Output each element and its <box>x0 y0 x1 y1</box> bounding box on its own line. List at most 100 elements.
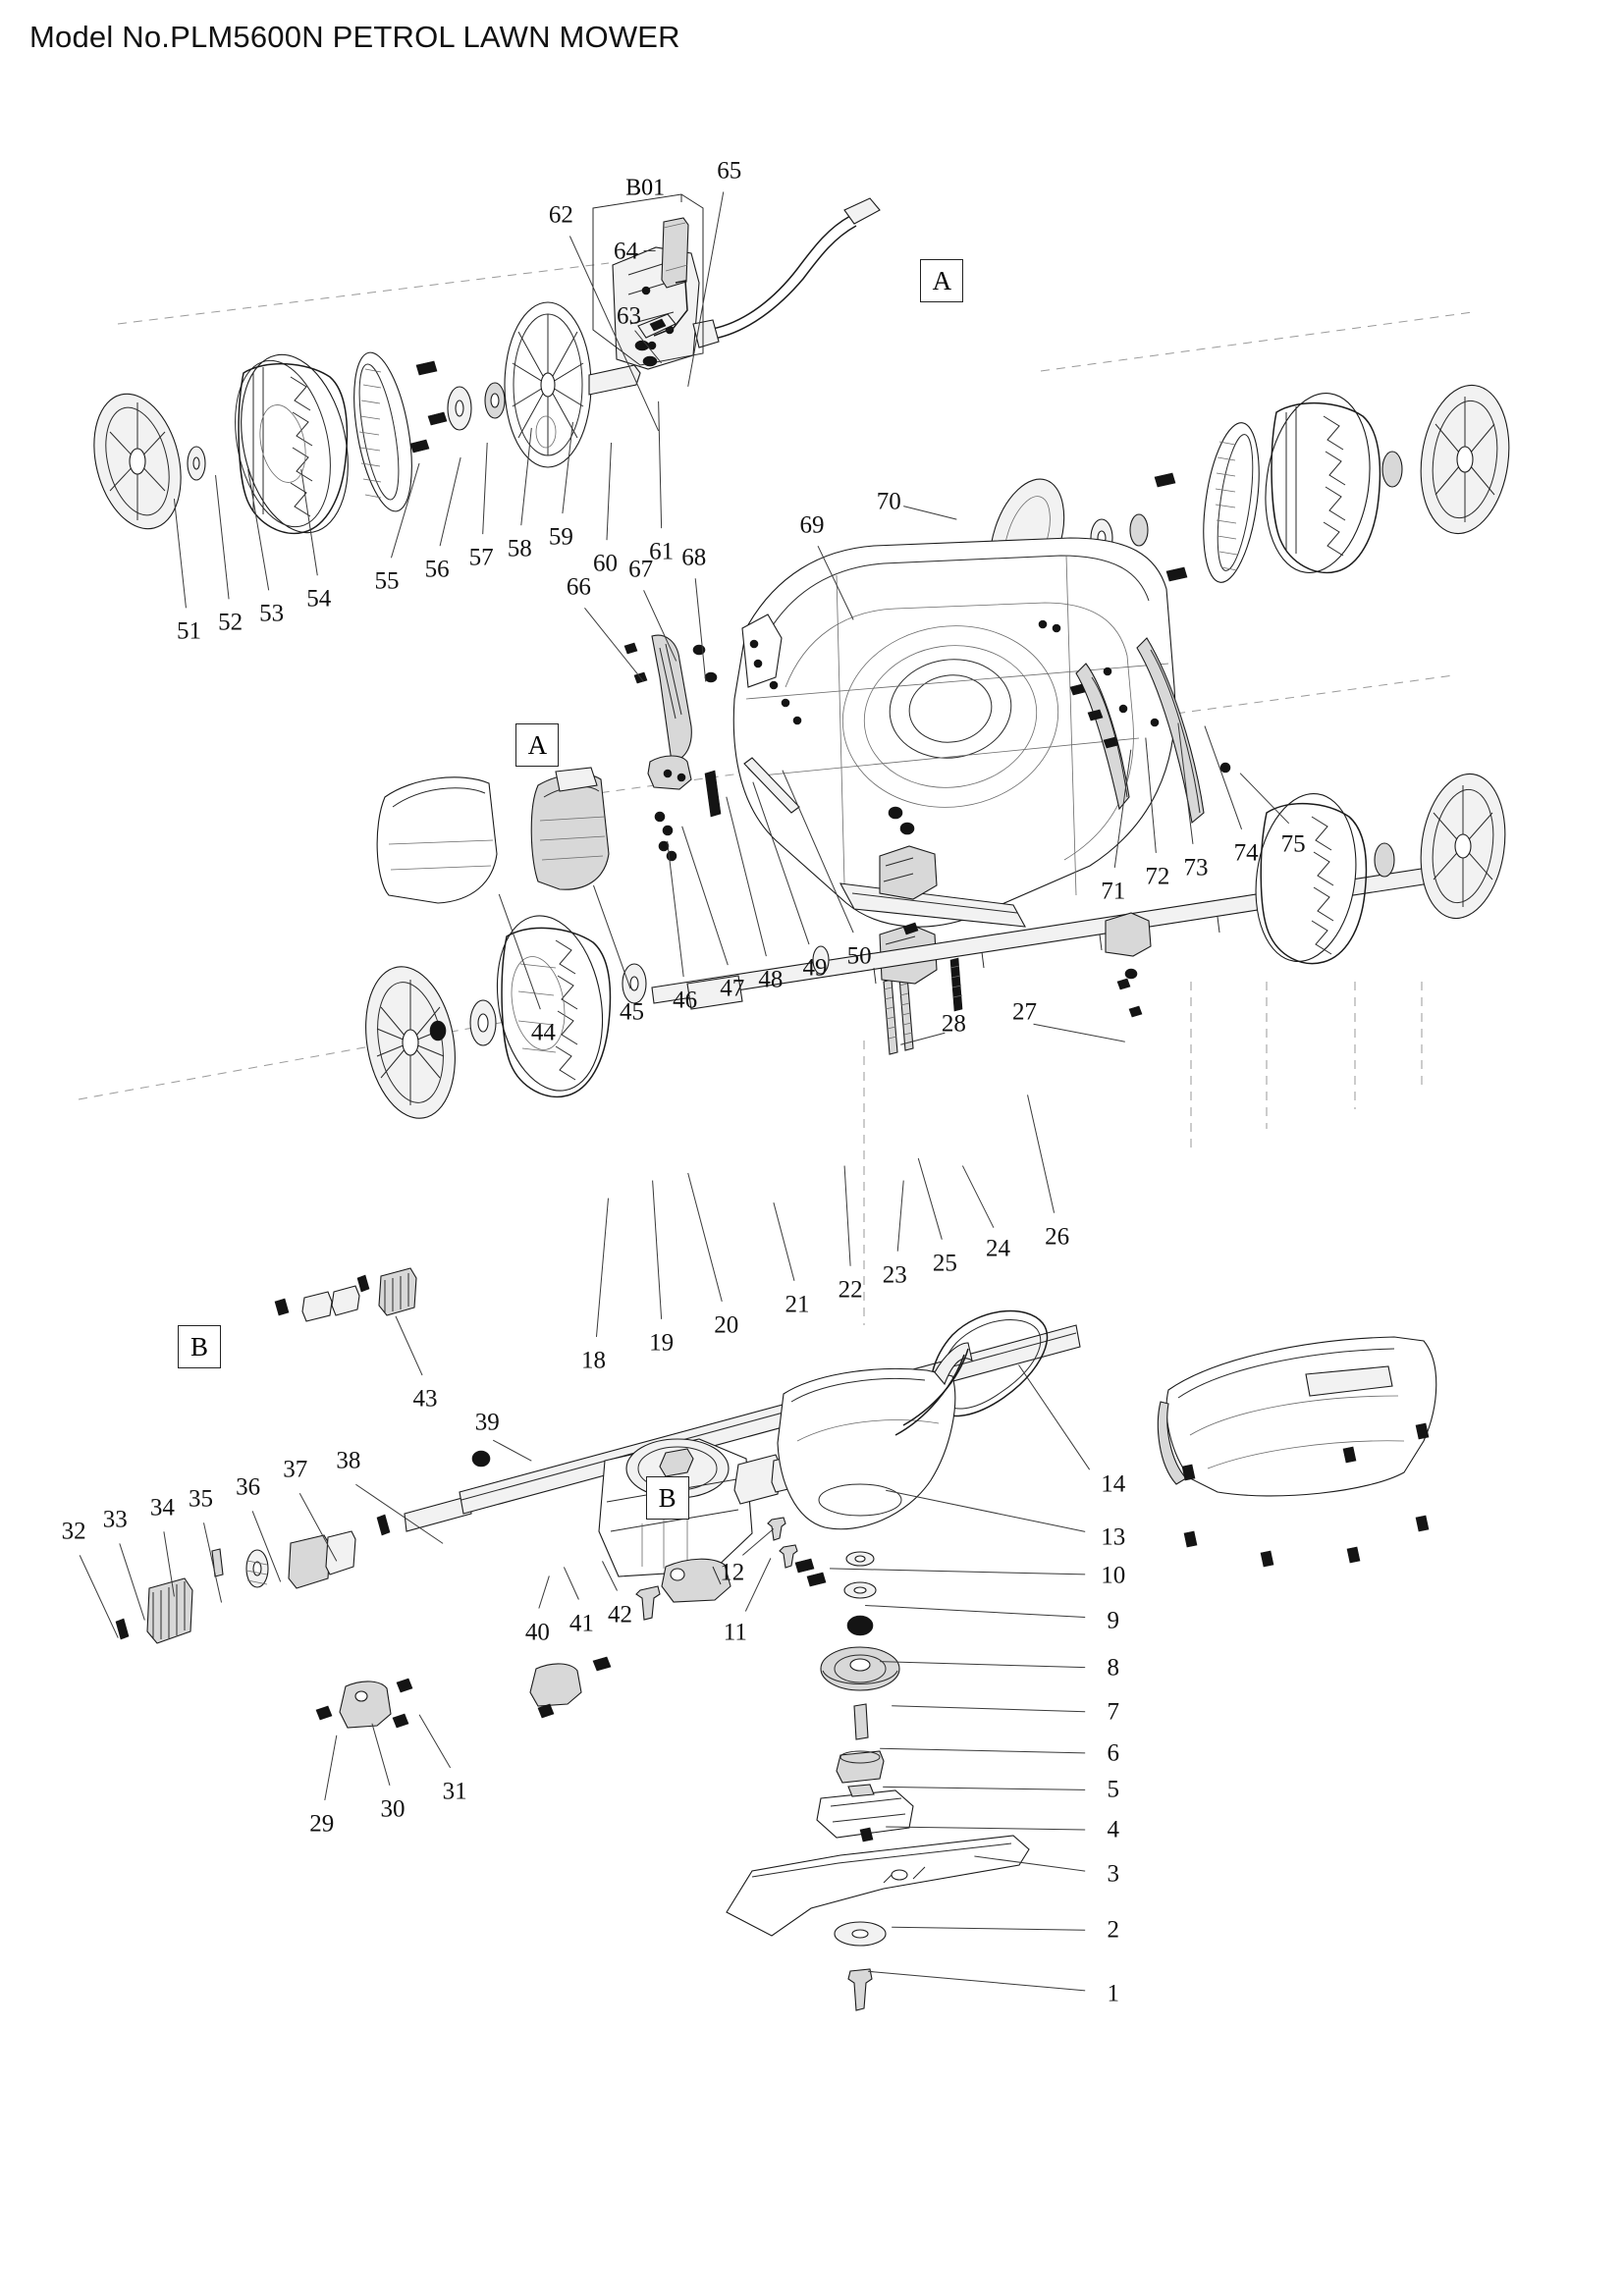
leader-41 <box>563 1567 579 1600</box>
clips-right <box>1154 472 1188 582</box>
leader-61 <box>658 400 663 529</box>
callout-4: 4 <box>1107 1816 1119 1843</box>
leader-43 <box>395 1315 423 1376</box>
leader-13 <box>886 1489 1086 1532</box>
leader-27 <box>1033 1023 1125 1042</box>
leader-11 <box>744 1558 772 1612</box>
centerlines <box>78 262 1474 1325</box>
callout-34: 34 <box>149 1494 175 1522</box>
mower-deck <box>732 537 1176 928</box>
part-38-drive-shaft <box>404 1324 1081 1532</box>
part-1-blade-bolt <box>847 1968 873 2011</box>
leader-68 <box>694 578 707 682</box>
callout-9: 9 <box>1107 1607 1119 1634</box>
leader-23 <box>896 1180 904 1252</box>
callout-3: 3 <box>1107 1860 1119 1888</box>
drive-axle-assembly <box>365 773 1506 1119</box>
leader-28 <box>900 1032 946 1045</box>
callout-49: 49 <box>802 954 828 982</box>
leader-56 <box>439 456 461 547</box>
callout-28: 28 <box>941 1010 966 1038</box>
part-55-gear-ring <box>353 351 412 512</box>
callout-8: 8 <box>1107 1654 1119 1682</box>
callout-72: 72 <box>1145 863 1170 890</box>
callout-52: 52 <box>218 609 244 636</box>
callout-2: 2 <box>1107 1916 1119 1944</box>
leader-12 <box>742 1527 775 1556</box>
leader-71 <box>1113 749 1132 868</box>
leader-75 <box>1239 773 1290 825</box>
callout-6: 6 <box>1107 1739 1119 1767</box>
deck-small-parts <box>647 755 800 862</box>
callout-57: 57 <box>468 544 494 571</box>
leader-3 <box>974 1855 1086 1872</box>
leader-39 <box>492 1439 532 1462</box>
callout-40: 40 <box>524 1619 550 1646</box>
leader-48 <box>726 796 767 957</box>
leader-33 <box>119 1543 145 1621</box>
callout-54: 54 <box>306 585 332 613</box>
leader-2 <box>892 1926 1086 1931</box>
part-28-nuts <box>888 806 915 835</box>
callout-27: 27 <box>1012 998 1038 1026</box>
leader-65 <box>687 191 725 387</box>
leader-31 <box>418 1714 452 1769</box>
rear-chute-group <box>376 767 610 904</box>
callout-43: 43 <box>412 1385 438 1413</box>
callout-37: 37 <box>283 1456 308 1483</box>
leader-51 <box>173 499 187 609</box>
leader-37 <box>298 1493 338 1562</box>
deck-fan-shield <box>989 478 1065 598</box>
leader-7 <box>892 1705 1086 1713</box>
part-52-washer <box>187 446 206 481</box>
section-marker-a-0: A <box>920 258 964 302</box>
callout-11: 11 <box>723 1619 747 1646</box>
leader-40 <box>538 1575 550 1609</box>
leader-25 <box>917 1157 943 1240</box>
leader-21 <box>773 1201 795 1281</box>
leader-46 <box>667 840 684 978</box>
callout-30: 30 <box>380 1795 406 1823</box>
deck-side-bracket <box>623 634 718 763</box>
callout-41: 41 <box>568 1610 594 1637</box>
callout-65: 65 <box>717 157 742 185</box>
part-19-nut <box>429 1020 447 1041</box>
section-marker-b-2: B <box>177 1325 221 1369</box>
leader-24 <box>961 1165 995 1228</box>
callout-21: 21 <box>785 1291 810 1318</box>
callout-38: 38 <box>336 1447 361 1474</box>
callout-48: 48 <box>758 966 784 993</box>
callout-64: 64 <box>614 238 639 265</box>
part-40-bolt <box>635 1585 661 1621</box>
callout-12: 12 <box>720 1559 745 1586</box>
leader-6 <box>880 1747 1086 1754</box>
part-53-54-tyre <box>235 353 349 535</box>
section-marker-b-3: B <box>645 1475 689 1520</box>
callout-59: 59 <box>548 523 573 551</box>
callout-71: 71 <box>1101 878 1126 905</box>
tyre-right <box>1265 393 1381 574</box>
part-3-blade <box>726 1835 1030 1937</box>
part-32-pin <box>115 1618 130 1640</box>
leader-60 <box>606 442 613 541</box>
part-2-blade-washer <box>834 1921 887 1947</box>
callout-10: 10 <box>1101 1562 1126 1589</box>
leader-20 <box>687 1172 723 1302</box>
part-51-rim-cover <box>93 393 182 530</box>
part-42-nuts <box>794 1558 827 1587</box>
callout-31: 31 <box>442 1778 467 1805</box>
callout-24: 24 <box>985 1235 1010 1262</box>
small-washers <box>1090 513 1149 558</box>
callout-22: 22 <box>838 1276 863 1304</box>
leader-9 <box>865 1604 1086 1619</box>
callout-75: 75 <box>1280 830 1306 858</box>
leader-36 <box>251 1511 282 1582</box>
callout-33: 33 <box>102 1506 128 1533</box>
leader-29 <box>324 1735 338 1801</box>
section-marker-b01-4: B01 <box>625 175 666 201</box>
leader-45 <box>592 884 631 989</box>
callout-36: 36 <box>236 1473 261 1501</box>
leader-4 <box>886 1826 1086 1831</box>
part-35-washer <box>245 1549 269 1588</box>
part-70-pivot-hardware <box>634 340 658 367</box>
